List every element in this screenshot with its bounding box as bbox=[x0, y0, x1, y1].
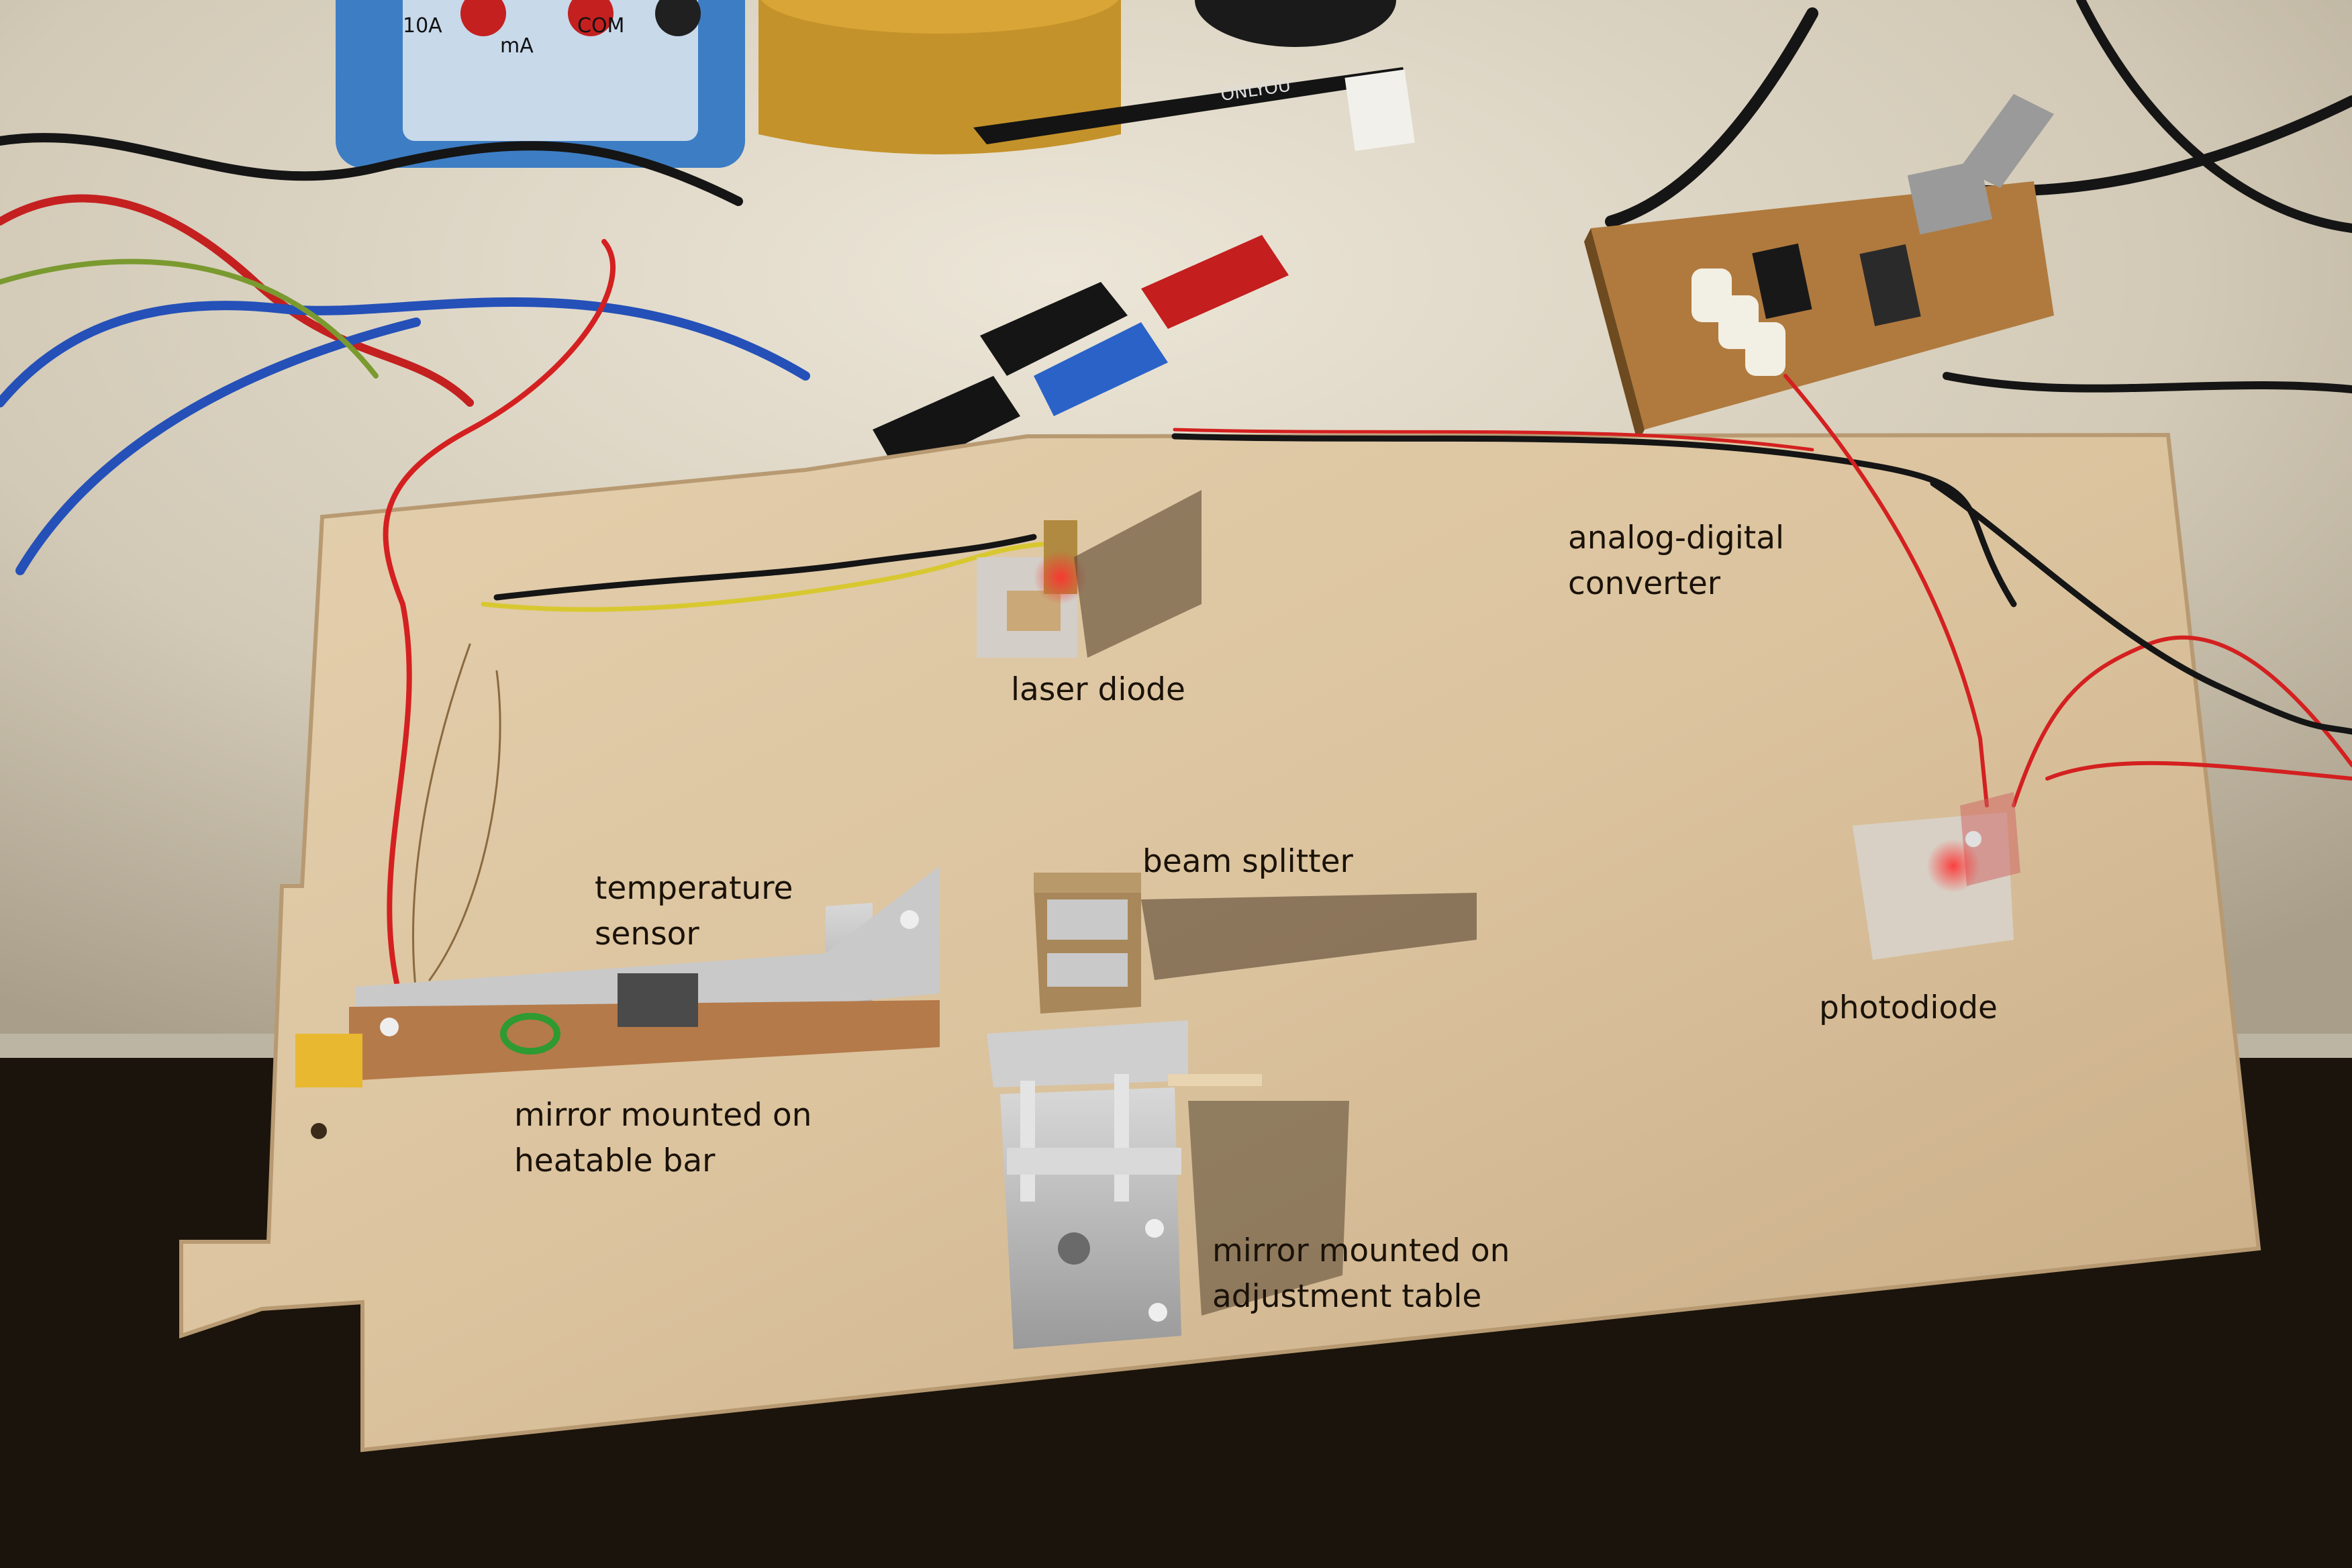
dark-round-object bbox=[1195, 0, 1396, 47]
beam-splitter bbox=[1034, 873, 1141, 1014]
label-mirror-bar-line2: heatable bar bbox=[514, 1142, 716, 1179]
label-mirror-table: mirror mounted on adjustment table bbox=[1212, 1228, 1510, 1320]
label-mirror-bar: mirror mounted on heatable bar bbox=[514, 1093, 812, 1184]
multimeter-com-text: COM bbox=[577, 14, 624, 38]
beam-splitter-shadow bbox=[1141, 893, 1477, 980]
label-laser-diode-text: laser diode bbox=[1011, 671, 1185, 708]
label-beam-splitter: beam splitter bbox=[1142, 839, 1353, 885]
label-mirror-table-line1: mirror mounted on bbox=[1212, 1232, 1510, 1269]
board-cables bbox=[383, 239, 2352, 1010]
label-temperature-sensor: temperature sensor bbox=[595, 866, 793, 957]
adjustment-table bbox=[987, 1020, 1262, 1349]
label-photodiode: photodiode bbox=[1819, 985, 1998, 1031]
photodiode-mount bbox=[1853, 792, 2020, 960]
label-mirror-bar-line1: mirror mounted on bbox=[514, 1097, 812, 1134]
heatable-bar bbox=[295, 866, 940, 1087]
label-photodiode-text: photodiode bbox=[1819, 989, 1998, 1026]
tape-roll bbox=[758, 0, 1121, 154]
multimeter-ma-text: mA bbox=[500, 34, 534, 58]
multimeter: 10A mA COM bbox=[336, 0, 745, 168]
label-laser-diode: laser diode bbox=[1011, 667, 1185, 713]
label-temp-line1: temperature bbox=[595, 870, 793, 907]
desk-cables bbox=[0, 0, 2352, 575]
label-mirror-table-line2: adjustment table bbox=[1212, 1278, 1482, 1315]
label-beam-splitter-text: beam splitter bbox=[1142, 843, 1353, 880]
label-adc: analog-digital converter bbox=[1568, 516, 1784, 607]
label-adc-line2: converter bbox=[1568, 565, 1721, 602]
laser-diode-mount bbox=[977, 520, 1087, 658]
adc-circuit-board bbox=[1584, 94, 2054, 443]
banana-plugs bbox=[873, 235, 1289, 477]
laser-shadow bbox=[1074, 490, 1202, 658]
label-adc-line1: analog-digital bbox=[1568, 520, 1785, 556]
label-temp-line2: sensor bbox=[595, 916, 699, 952]
multimeter-10a-text: 10A bbox=[403, 14, 442, 38]
adjustment-table-shadow bbox=[1188, 1101, 1349, 1316]
